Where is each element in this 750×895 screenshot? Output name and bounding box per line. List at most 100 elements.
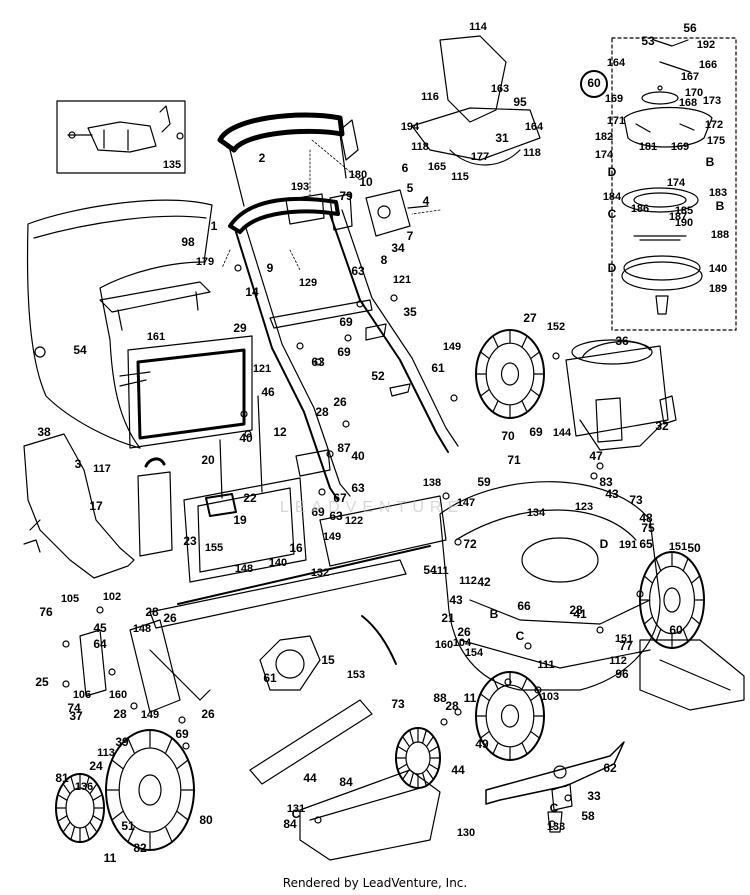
right-handle-tube-2 (341, 209, 459, 447)
callout-98: 98 (181, 235, 195, 249)
hardware-4 (356, 300, 364, 308)
callout-190: 190 (675, 217, 693, 229)
chute-door (137, 471, 173, 557)
hardware-6 (552, 352, 560, 360)
hardware-9 (342, 420, 350, 428)
deck-opening (521, 537, 599, 583)
callout-C: C (516, 629, 525, 643)
handle-clips (365, 323, 411, 397)
callout-28: 28 (315, 405, 329, 419)
throttle-screw (407, 205, 429, 209)
callout-58: 58 (581, 809, 595, 823)
callout-194: 194 (401, 121, 420, 133)
callout-105: 105 (61, 593, 79, 605)
callout-42: 42 (477, 575, 491, 589)
callout-152: 152 (547, 321, 565, 333)
rear-left-wheel-tread (112, 760, 124, 769)
left-hubcap-rib (58, 815, 68, 822)
callout-40: 40 (351, 449, 365, 463)
callout-29: 29 (233, 321, 247, 335)
chute-spring (144, 457, 166, 468)
callout-3: 3 (75, 457, 82, 471)
callout-B: B (716, 199, 725, 213)
rear-height-lever (129, 619, 181, 713)
hardware-14 (504, 678, 512, 686)
front-hubcap-rib (409, 772, 414, 786)
hardware-32 (590, 472, 598, 480)
callout-171: 171 (607, 115, 625, 127)
callout-71: 71 (507, 453, 521, 467)
callout-140: 140 (269, 557, 287, 569)
flap-fold (659, 659, 731, 691)
rear-left-wheel-tread (165, 738, 173, 754)
rear-left-wheel-tread (176, 760, 188, 769)
callout-62: 62 (603, 761, 617, 775)
engine-muffler (659, 395, 677, 425)
callout-149: 149 (141, 709, 159, 721)
rear-right-wheel-tread (492, 336, 499, 348)
rear-right-wheel-tread (480, 389, 490, 397)
carburetor-filter (275, 649, 305, 679)
mower-blade (485, 741, 625, 805)
rear-left-wheel-tire (105, 729, 195, 851)
callout-96: 96 (615, 667, 629, 681)
hardware-13 (524, 642, 532, 650)
callout-134: 134 (527, 507, 546, 519)
callout-181: 181 (639, 141, 657, 153)
callout-6: 6 (402, 161, 409, 175)
callout-179: 179 (196, 256, 214, 268)
callout-35: 35 (403, 305, 417, 319)
rear-baffle (149, 559, 407, 629)
hardware-7 (450, 394, 458, 402)
callout-22: 22 (243, 491, 257, 505)
hardware-17 (596, 626, 604, 634)
front-deck-wheel-tread (655, 629, 662, 642)
callout-16: 16 (289, 541, 303, 555)
callout-73: 73 (629, 493, 643, 507)
callout-174: 174 (595, 149, 614, 161)
hardware-16 (636, 590, 644, 598)
callout-36: 36 (615, 334, 629, 348)
callout-19: 19 (233, 513, 247, 527)
rear-left-wheel-tread (112, 811, 124, 820)
left-hubcap-rib (63, 821, 71, 832)
callout-44: 44 (451, 763, 465, 777)
callout-40: 40 (239, 431, 253, 445)
callout-54: 54 (423, 563, 437, 577)
circled-label-ring (580, 70, 608, 98)
door-latch (295, 449, 331, 477)
hardware-26 (440, 718, 448, 726)
callout-102: 102 (103, 591, 121, 603)
callout-147: 147 (457, 497, 475, 509)
callout-123: 123 (575, 501, 593, 513)
callout-191: 191 (619, 539, 637, 551)
callout-59: 59 (477, 475, 491, 489)
callout-112: 112 (459, 575, 477, 587)
front-right-wheel-tread (492, 678, 499, 690)
callout-184: 184 (603, 191, 622, 203)
callout-41: 41 (573, 607, 587, 621)
callout-43: 43 (449, 593, 463, 607)
hardware-28 (548, 820, 556, 828)
rear-axle-rod (177, 545, 431, 605)
callout-70: 70 (501, 429, 515, 443)
front-hubcap-rib (398, 763, 408, 770)
callout-167: 167 (681, 71, 699, 83)
deck-bottom (459, 639, 651, 669)
front-right-wheel-tread (492, 742, 499, 754)
callout-174: 174 (667, 177, 686, 189)
hardware-31 (244, 430, 252, 438)
hardware-11 (442, 492, 450, 500)
left-hubcap (55, 773, 105, 843)
hardware-3 (344, 334, 352, 342)
front-deck-wheel-tread (691, 616, 700, 625)
callout-24: 24 (89, 759, 103, 773)
callout-183: 183 (709, 187, 727, 199)
callout-80: 80 (199, 813, 213, 827)
deck-skirt (469, 599, 651, 625)
door-rods (219, 395, 263, 499)
inset-nut (176, 132, 184, 140)
left-hubcap-rib (89, 821, 97, 832)
callout-121: 121 (393, 274, 411, 286)
callout-106: 106 (73, 689, 91, 701)
